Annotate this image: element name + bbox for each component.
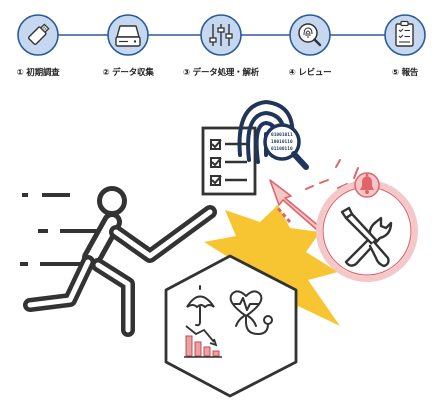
step-1-usb-drive-icon — [17, 14, 59, 56]
step-label-2: ② データ収集 — [102, 68, 154, 78]
step-label-3: ③ データ処理・解析 — [182, 68, 260, 78]
fingerprint-magnifier-icon — [237, 99, 309, 170]
risk-hexagon — [164, 254, 298, 398]
step-3-sliders-icon — [200, 14, 242, 56]
step-4-fingerprint-search-icon — [289, 14, 331, 56]
step-label-1: ① 初期調査 — [16, 68, 60, 78]
step-label-5: ⑤ 報告 — [391, 68, 419, 78]
binary-row-3: 01100110 — [271, 146, 293, 152]
binary-row-1: 01001011 — [271, 132, 293, 138]
binary-readout: 01001011 10010110 01100110 — [271, 132, 293, 152]
alert-dash-lines — [305, 159, 359, 190]
bell-icon — [360, 173, 374, 194]
step-5-clipboard-checklist-icon — [384, 14, 426, 56]
step-2-hard-drive-icon — [107, 14, 149, 56]
binary-row-2: 10010110 — [271, 139, 293, 145]
step-label-4: ④ レビュー — [288, 68, 332, 78]
tools-alert-circle — [316, 172, 418, 282]
stethoscope-icon — [229, 290, 273, 335]
umbrella-icon — [186, 285, 215, 327]
running-person-icon — [23, 186, 217, 337]
declining-chart-icon — [184, 325, 222, 358]
impact-burst-shape — [204, 205, 340, 340]
tools-icon — [340, 206, 393, 268]
